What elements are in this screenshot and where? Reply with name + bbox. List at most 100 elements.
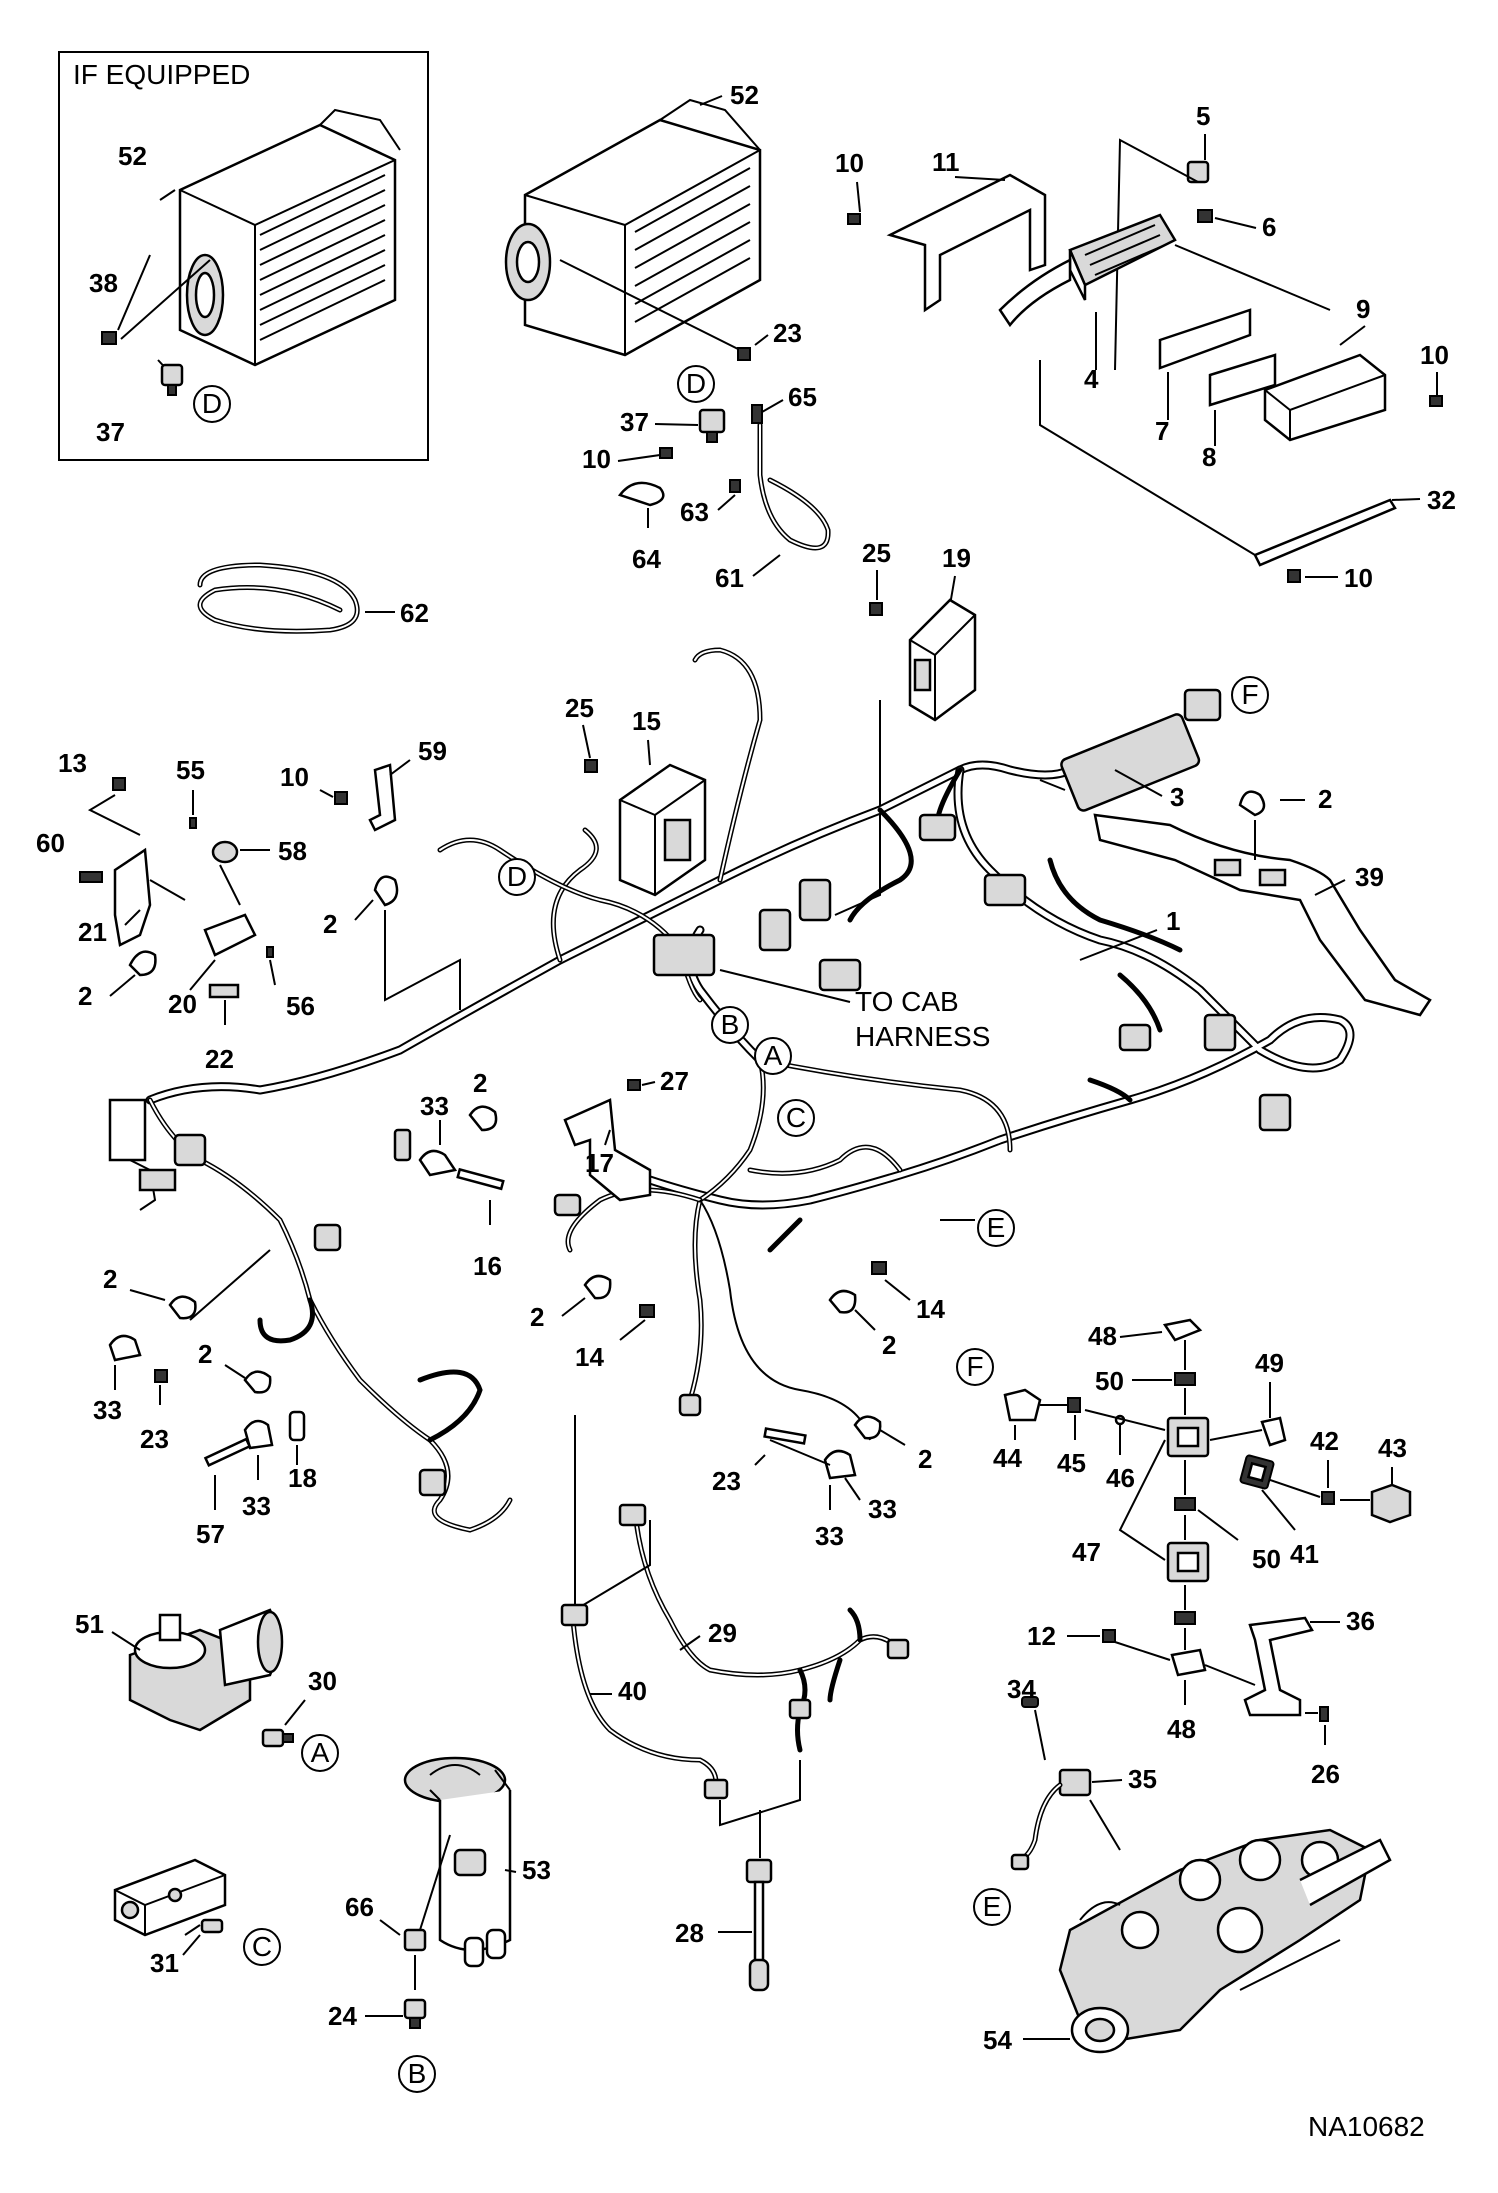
seal-34-shape — [1021, 1696, 1039, 1708]
label-55: 55 — [176, 755, 205, 785]
label-16: 16 — [473, 1251, 502, 1281]
label-23-top: 23 — [773, 318, 802, 348]
label-38: 38 — [89, 268, 118, 298]
label-50-a: 50 — [1095, 1366, 1124, 1396]
relay-socket-47-b-shape — [1166, 1541, 1210, 1583]
callout-a-harness — [754, 1037, 792, 1075]
label-44: 44 — [993, 1443, 1022, 1473]
strap-32-shape — [1253, 498, 1397, 567]
label-48-b: 48 — [1167, 1714, 1196, 1744]
main-harness-1-shape — [108, 647, 1355, 1533]
label-62: 62 — [400, 598, 429, 628]
svg-text:A: A — [311, 1737, 330, 1768]
label-1: 1 — [1166, 906, 1180, 936]
diode-45-shape — [1067, 1397, 1081, 1413]
label-9: 9 — [1356, 294, 1370, 324]
label-37: 37 — [620, 407, 649, 437]
label-18: 18 — [288, 1463, 317, 1493]
label-5: 5 — [1196, 101, 1210, 131]
label-25-a: 25 — [862, 538, 891, 568]
label-43: 43 — [1378, 1433, 1407, 1463]
clamp-2-a-shape — [1238, 790, 1266, 817]
switch-30-shape — [261, 1728, 285, 1748]
harness-29-shape — [618, 1503, 910, 1753]
label-33-a: 33 — [420, 1091, 449, 1121]
fuel-filter-53-shape — [403, 1756, 512, 1968]
label-37-inset: 37 — [96, 417, 125, 447]
label-61: 61 — [715, 563, 744, 593]
label-8: 8 — [1202, 442, 1216, 472]
harness-40-shape — [560, 1603, 729, 1800]
bolt-10-e-shape — [334, 791, 348, 805]
label-33-d: 33 — [868, 1494, 897, 1524]
label-63: 63 — [680, 497, 709, 527]
clamp-2-d-shape — [468, 1105, 498, 1132]
label-47: 47 — [1072, 1537, 1101, 1567]
callout-c-valve — [243, 1928, 281, 1966]
label-2-b: 2 — [78, 981, 92, 1011]
bracket-17-shape — [563, 1098, 652, 1202]
label-plate-7-shape — [1158, 308, 1252, 370]
relay-socket-47-a-shape — [1166, 1416, 1210, 1458]
callout-e-harness — [977, 1209, 1015, 1247]
grommet-58-shape — [211, 840, 239, 864]
svg-text:B: B — [721, 1009, 740, 1040]
label-10-b: 10 — [835, 148, 864, 178]
label-31: 31 — [150, 1948, 179, 1978]
clamp-2-e-shape — [168, 1295, 197, 1320]
label-30: 30 — [308, 1666, 337, 1696]
svg-text:C: C — [252, 1931, 272, 1962]
label-34: 34 — [1007, 1674, 1036, 1704]
harness-62-shape — [197, 562, 360, 634]
fuel-pump-54-shape — [1058, 1828, 1392, 2054]
fuse-6-shape — [1197, 209, 1213, 223]
cover-9-shape — [1263, 353, 1387, 442]
module-15-shape — [618, 763, 707, 897]
seal-50-b-shape — [1174, 1497, 1196, 1511]
seal-41-shape — [1239, 1454, 1275, 1490]
label-17: 17 — [585, 1148, 614, 1178]
plate-22-shape — [208, 983, 240, 999]
label-41: 41 — [1290, 1539, 1319, 1569]
svg-text:D: D — [686, 368, 706, 399]
clamp-64-shape — [617, 481, 665, 507]
callout-d-harness — [498, 858, 536, 896]
bolt-57-shape — [203, 1437, 252, 1468]
clamp-33-a-shape — [418, 1149, 458, 1177]
label-49: 49 — [1255, 1348, 1284, 1378]
label-53: 53 — [522, 1855, 551, 1885]
label-24: 24 — [328, 2001, 357, 2031]
bolt-10-d-shape — [1287, 569, 1301, 583]
nut-13-shape — [112, 777, 126, 791]
callout-c-harness — [777, 1099, 815, 1137]
screw-56-shape — [266, 946, 274, 958]
connector-35-shape — [1010, 1768, 1092, 1871]
label-10-d: 10 — [1344, 563, 1373, 593]
air-cleaner-inset-drawing — [178, 108, 401, 367]
if-equipped-inset: IF EQUIPPED 52 38 37 D — [58, 51, 429, 461]
clamp-2-c-shape — [373, 875, 399, 907]
switch-37-main — [698, 408, 726, 443]
sensor-38-shape — [101, 331, 117, 345]
bracket-44-shape — [1003, 1388, 1042, 1422]
label-42: 42 — [1310, 1426, 1339, 1456]
bolt-10-b-shape — [847, 213, 861, 225]
label-15: 15 — [632, 706, 661, 736]
bolt-23-b-shape — [154, 1369, 168, 1383]
label-2-d: 2 — [473, 1068, 487, 1098]
label-28: 28 — [675, 1918, 704, 1948]
bolt-10-c-shape — [1429, 395, 1443, 407]
relay-43-shape — [1370, 1483, 1412, 1524]
label-48-a: 48 — [1088, 1321, 1117, 1351]
inset-title: IF EQUIPPED — [73, 59, 250, 90]
label-23-c: 23 — [712, 1466, 741, 1496]
svg-text:D: D — [507, 861, 527, 892]
label-2-h: 2 — [882, 1330, 896, 1360]
clamp-33-c-shape — [243, 1419, 274, 1450]
label-52: 52 — [730, 80, 759, 110]
clip-20-shape — [203, 913, 257, 957]
to-cab-label-line-1: TO CAB — [855, 986, 959, 1017]
label-11: 11 — [932, 147, 960, 177]
svg-text:C: C — [786, 1102, 806, 1133]
bracket-39-shape — [1093, 813, 1432, 1017]
